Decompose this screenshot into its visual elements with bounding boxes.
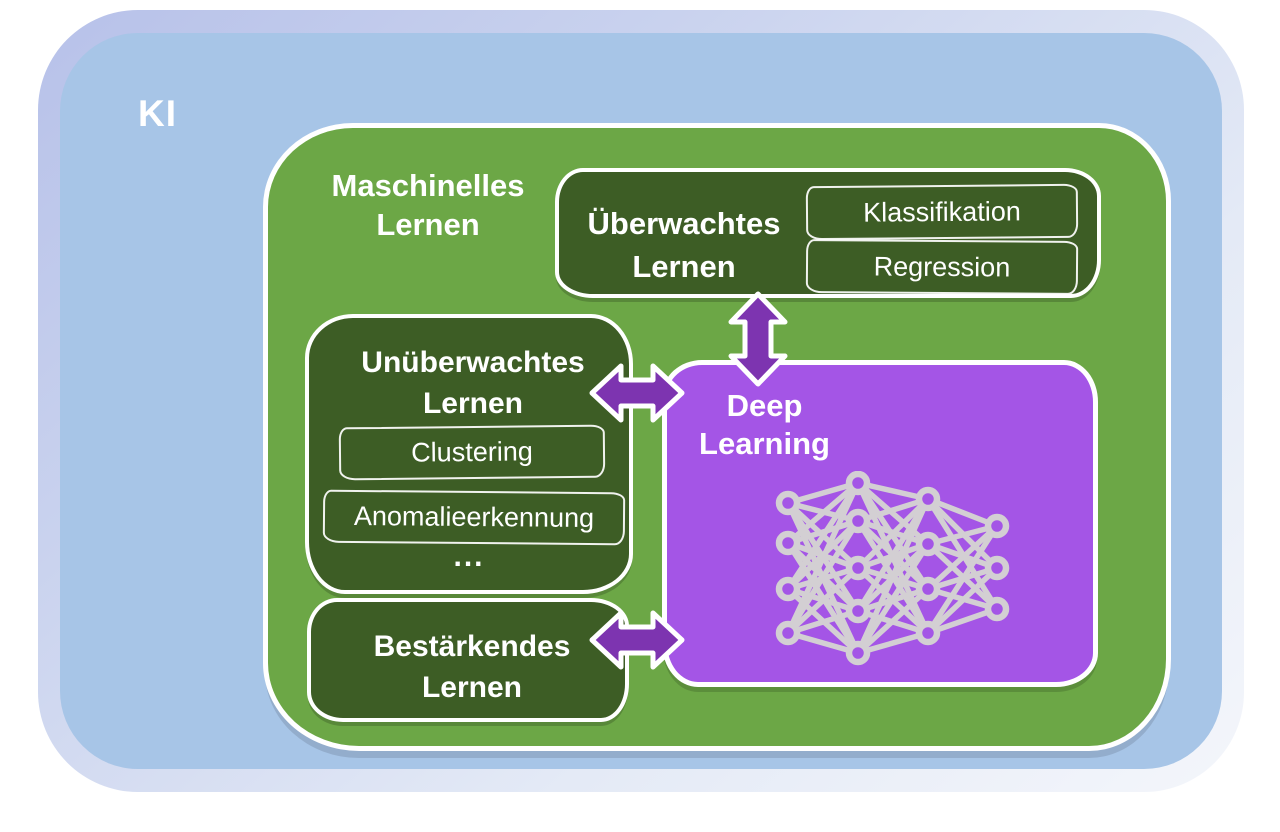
supervised-learning-box: Überwachtes Lernen Klassifikation Regres…: [555, 168, 1101, 298]
supervised-title-line2: Lernen: [632, 249, 736, 284]
neural-network-icon: [760, 470, 1032, 673]
regression-item: Regression: [805, 239, 1079, 295]
double-arrow-vertical-icon: [728, 291, 788, 387]
ellipsis-label: ...: [453, 540, 485, 573]
reinforcement-title-line2: Lernen: [421, 671, 523, 704]
double-arrow-horizontal-icon: [589, 610, 685, 670]
deep-learning-box: Deep Learning: [662, 360, 1098, 687]
supervised-title-line1: Überwachtes: [587, 206, 781, 241]
machine-learning-title-line1: Maschinelles: [331, 168, 525, 203]
reinforcement-learning-title: Bestärkendes Lernen: [321, 626, 623, 708]
machine-learning-title-line2: Lernen: [376, 207, 480, 242]
deep-learning-title-line1: Deep: [726, 388, 803, 423]
unsupervised-learning-box: Unüberwachtes Lernen Clustering Anomalie…: [305, 314, 633, 594]
unsupervised-learning-title: Unüberwachtes Lernen: [323, 342, 623, 424]
reinforcement-title-line1: Bestärkendes: [373, 630, 571, 663]
deep-learning-title-line2: Learning: [699, 426, 830, 461]
deep-learning-title: Deep Learning: [682, 387, 847, 463]
anomaly-detection-item: Anomalieerkennung: [322, 489, 626, 546]
classification-item: Klassifikation: [805, 183, 1079, 241]
machine-learning-box: Maschinelles Lernen Überwachtes Lernen K…: [263, 123, 1171, 751]
ki-label: KI: [138, 93, 177, 134]
unsupervised-title-line1: Unüberwachtes: [361, 346, 585, 379]
clustering-item: Clustering: [338, 424, 606, 481]
unsupervised-title-line2: Lernen: [422, 387, 524, 420]
double-arrow-horizontal-icon: [589, 363, 685, 423]
machine-learning-title: Maschinelles Lernen: [308, 166, 548, 244]
ki-box: KI Maschinelles Lernen Überwachtes Lerne…: [60, 33, 1222, 769]
supervised-learning-title: Überwachtes Lernen: [569, 202, 799, 288]
reinforcement-learning-box: Bestärkendes Lernen: [307, 598, 629, 722]
